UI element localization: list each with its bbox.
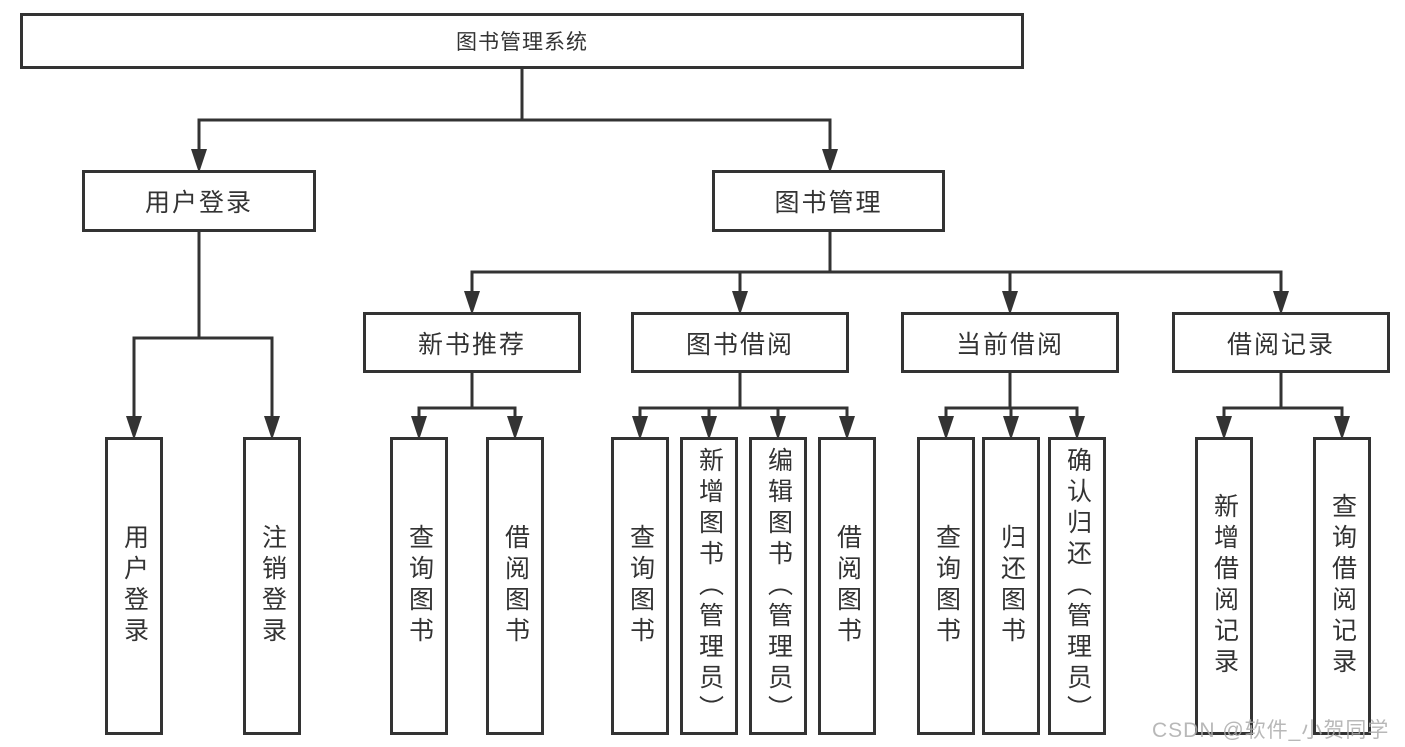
leaf-user-login-label: 用户登录 bbox=[120, 524, 149, 648]
leaf-return-books-label: 归还图书 bbox=[997, 524, 1026, 648]
leaf-add-borrow-record: 新增借阅记录 bbox=[1195, 437, 1253, 735]
node-user-login: 用户登录 bbox=[82, 170, 316, 232]
leaf-borrow-books-label: 借阅图书 bbox=[833, 524, 862, 648]
leaf-edit-books-admin: 编辑图书（管理员） bbox=[749, 437, 807, 735]
leaf-query-books-newbook: 查询图书 bbox=[390, 437, 448, 735]
leaf-add-borrow-record-label: 新增借阅记录 bbox=[1210, 493, 1239, 679]
leaf-borrow-books-newbook-label: 借阅图书 bbox=[501, 524, 530, 648]
leaf-query-borrow-record: 查询借阅记录 bbox=[1313, 437, 1371, 735]
leaf-confirm-return-admin-label: 确认归还（管理员） bbox=[1063, 446, 1092, 726]
leaf-query-books-current-label: 查询图书 bbox=[932, 524, 961, 648]
node-root-label: 图书管理系统 bbox=[456, 31, 588, 54]
node-borrow-record: 借阅记录 bbox=[1172, 312, 1390, 373]
leaf-add-books-admin: 新增图书（管理员） bbox=[680, 437, 738, 735]
leaf-query-books-newbook-label: 查询图书 bbox=[405, 524, 434, 648]
node-root: 图书管理系统 bbox=[20, 13, 1024, 69]
leaf-confirm-return-admin: 确认归还（管理员） bbox=[1048, 437, 1106, 735]
node-book-management-label: 图书管理 bbox=[774, 189, 883, 217]
node-current-borrow-label: 当前借阅 bbox=[955, 330, 1064, 359]
leaf-logout-label: 注销登录 bbox=[258, 524, 287, 648]
leaf-query-books-current: 查询图书 bbox=[917, 437, 975, 735]
leaf-add-books-admin-label: 新增图书（管理员） bbox=[695, 446, 724, 726]
leaf-query-books-borrow: 查询图书 bbox=[611, 437, 669, 735]
node-new-book-recommend-label: 新书推荐 bbox=[417, 330, 526, 359]
leaf-edit-books-admin-label: 编辑图书（管理员） bbox=[764, 446, 793, 726]
leaf-return-books: 归还图书 bbox=[982, 437, 1040, 735]
node-user-login-label: 用户登录 bbox=[144, 189, 253, 217]
node-book-borrow: 图书借阅 bbox=[631, 312, 849, 373]
leaf-query-borrow-record-label: 查询借阅记录 bbox=[1328, 493, 1357, 679]
node-borrow-record-label: 借阅记录 bbox=[1226, 330, 1335, 359]
node-current-borrow: 当前借阅 bbox=[901, 312, 1119, 373]
leaf-logout: 注销登录 bbox=[243, 437, 301, 735]
leaf-borrow-books: 借阅图书 bbox=[818, 437, 876, 735]
node-new-book-recommend: 新书推荐 bbox=[363, 312, 581, 373]
csdn-watermark: CSDN @软件_小贺同学 bbox=[1152, 719, 1390, 742]
leaf-borrow-books-newbook: 借阅图书 bbox=[486, 437, 544, 735]
leaf-user-login: 用户登录 bbox=[105, 437, 163, 735]
node-book-management: 图书管理 bbox=[712, 170, 945, 232]
node-book-borrow-label: 图书借阅 bbox=[685, 330, 794, 359]
leaf-query-books-borrow-label: 查询图书 bbox=[626, 524, 655, 648]
